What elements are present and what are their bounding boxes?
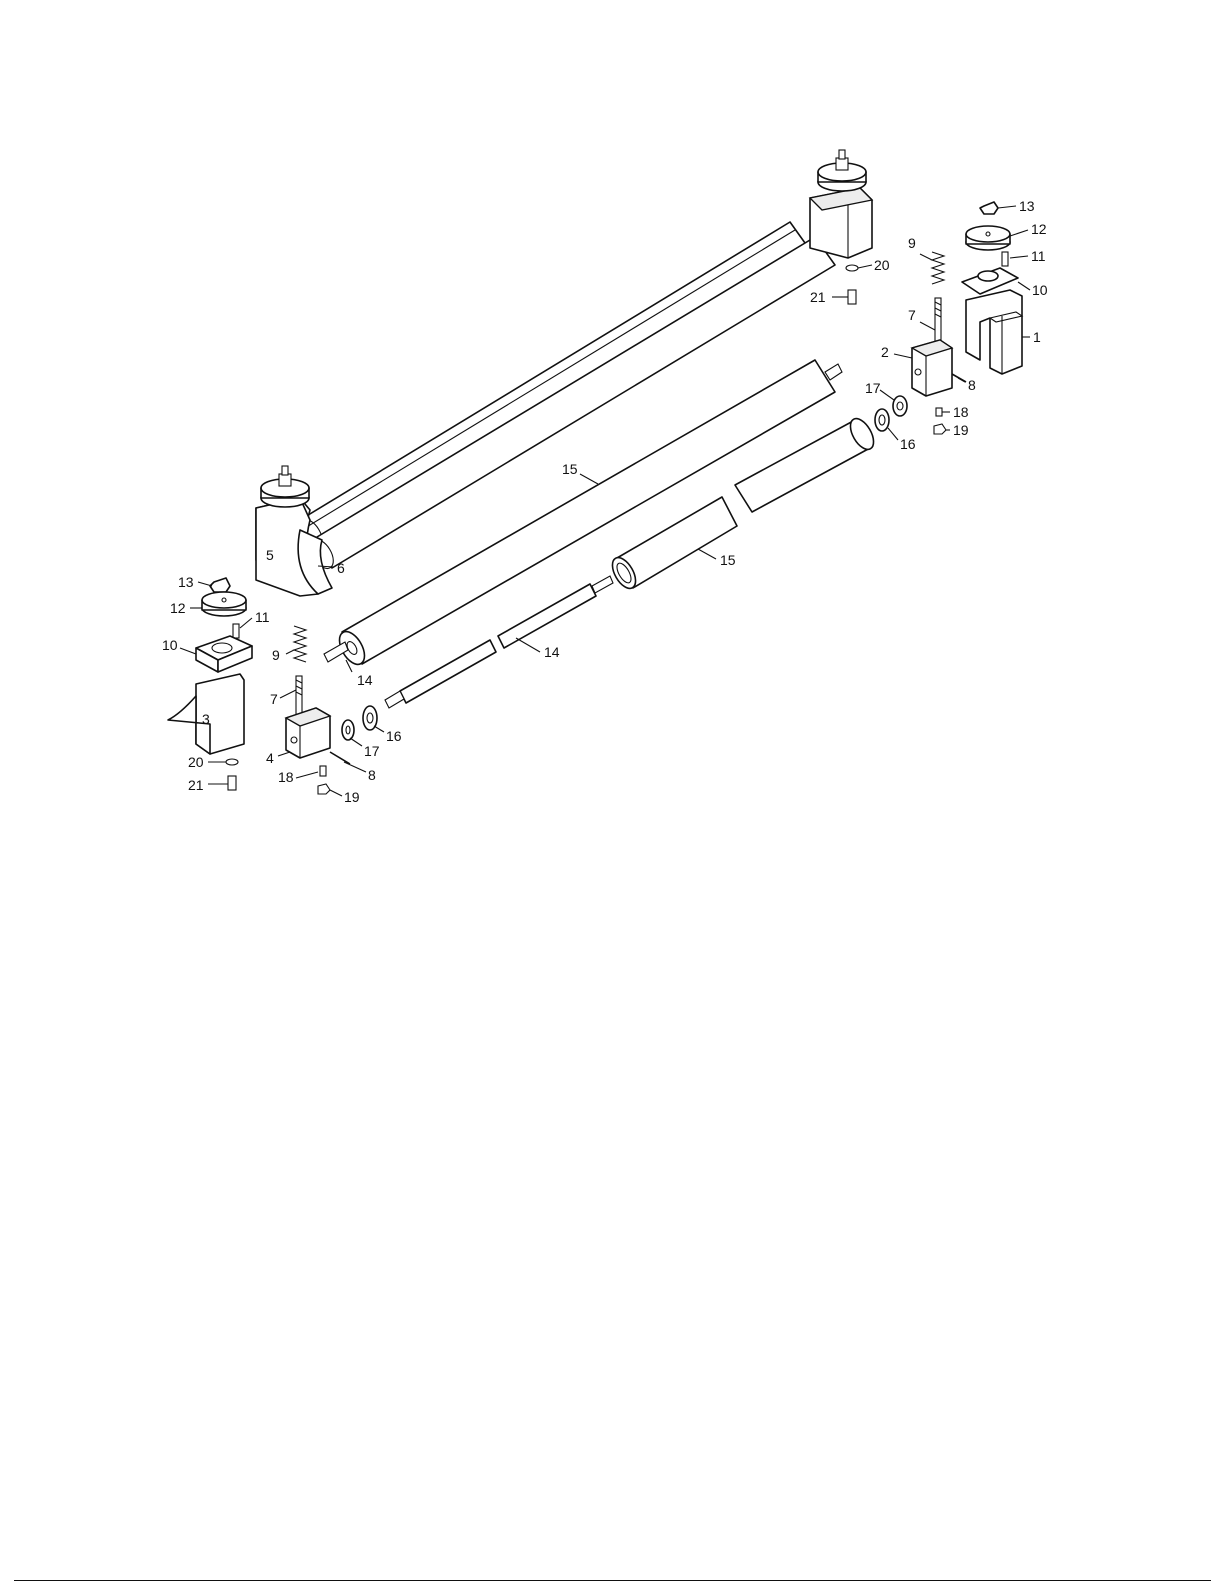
callout-19-right: 19 — [953, 422, 969, 438]
callout-7-right: 7 — [908, 307, 916, 323]
callout-20-right: 20 — [874, 257, 890, 273]
callout-12-right: 12 — [1031, 221, 1047, 237]
callout-10-right: 10 — [1032, 282, 1048, 298]
callout-7-left: 7 — [270, 691, 278, 707]
callout-16-left: 16 — [386, 728, 402, 744]
callout-10-left: 10 — [162, 637, 178, 653]
callout-14-mid: 14 — [544, 644, 560, 660]
footer-rule — [14, 1580, 1211, 1581]
callout-8-right: 8 — [968, 377, 976, 393]
callout-14-top: 14 — [357, 672, 373, 688]
callout-1: 1 — [1033, 329, 1041, 345]
callout-17-right: 17 — [865, 380, 881, 396]
callout-15-mid: 15 — [720, 552, 736, 568]
callout-9-right: 9 — [908, 235, 916, 251]
callout-2: 2 — [881, 344, 889, 360]
callout-4: 4 — [266, 750, 274, 766]
callout-5: 5 — [266, 547, 274, 563]
callout-13-right: 13 — [1019, 198, 1035, 214]
callout-17-left: 17 — [364, 743, 380, 759]
callout-18-right: 18 — [953, 404, 969, 420]
callout-3: 3 — [202, 711, 210, 727]
callout-20-left: 20 — [188, 754, 204, 770]
assembled-right-bracket — [810, 150, 872, 258]
callout-11-left: 11 — [255, 609, 270, 625]
callout-8-left: 8 — [368, 767, 376, 783]
callout-11-right: 11 — [1031, 248, 1046, 264]
callout-9-left: 9 — [272, 647, 280, 663]
callout-21-right: 21 — [810, 289, 826, 305]
callout-21-left: 21 — [188, 777, 204, 793]
callout-12-left: 12 — [170, 600, 186, 616]
callout-13-left: 13 — [178, 574, 194, 590]
callout-19-left: 19 — [344, 789, 360, 805]
callout-16-right: 16 — [900, 436, 916, 452]
callout-6: 6 — [337, 560, 345, 576]
callout-18-left: 18 — [278, 769, 294, 785]
callout-15-top: 15 — [562, 461, 578, 477]
